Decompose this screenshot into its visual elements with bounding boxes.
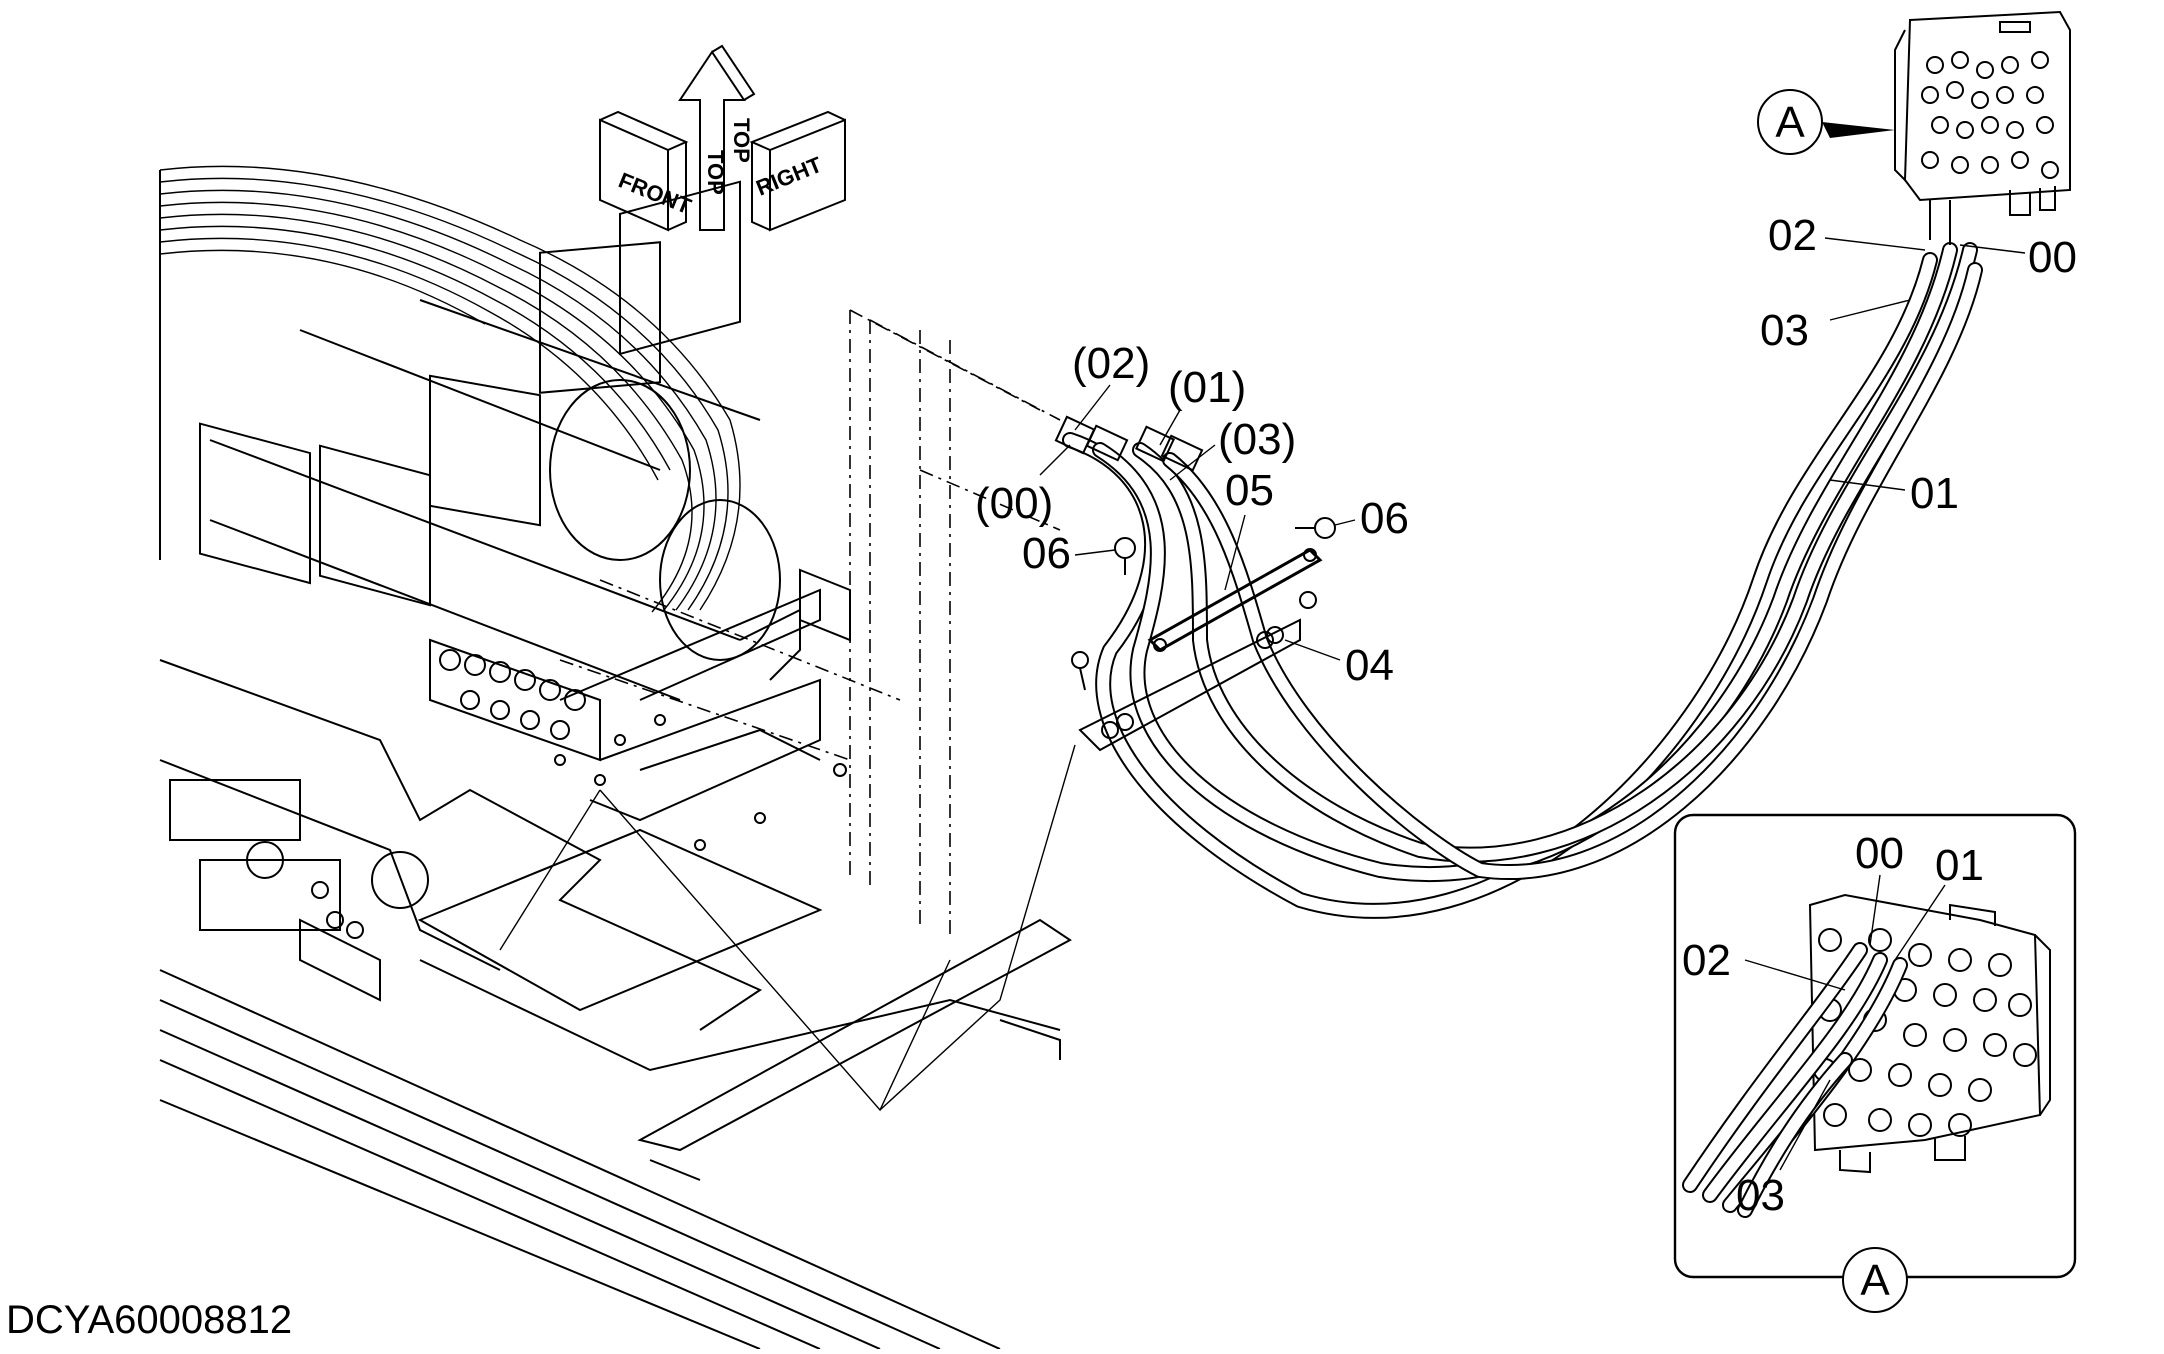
pilot-valve-block [1894,10,2071,245]
detail-valve-block [1808,893,2051,1174]
detail-label-01: 01 [1935,841,1984,890]
label-04: 04 [1345,641,1394,690]
top-label-2: TOP [729,118,754,163]
base-plate [159,568,851,1031]
detail-view-a: 00 01 02 03 A [1673,813,2077,1313]
view-marker-label: A [1775,98,1805,147]
label-06-left: 06 [1022,529,1071,578]
base-rails [159,918,1072,1350]
detail-valve-ports [1813,928,2037,1137]
valve-ports [1921,51,2059,179]
label-p02: (02) [1072,339,1150,388]
label-05: 05 [1225,466,1274,515]
label-p01: (01) [1168,363,1246,412]
label-p00: (00) [975,479,1053,528]
machine-frame [159,165,1076,1350]
label-01: 01 [1910,469,1959,518]
label-03: 03 [1760,306,1809,355]
valve-fittings [429,638,601,762]
cable-carrier [159,165,781,701]
detail-label-00: 00 [1855,829,1904,878]
cab-panel-outline [559,309,1061,940]
main-labels: (02) (01) (03) (00) 05 06 06 04 01 02 00… [975,211,2077,690]
label-p03: (03) [1218,415,1296,464]
right-label: RIGHT [753,152,826,201]
label-02: 02 [1768,211,1817,260]
detail-label-03: 03 [1736,1171,1785,1220]
orientation-arrows-icon: FRONT TOP TOP RIGHT [599,44,846,232]
view-marker-a: A [1757,89,1895,155]
label-00: 00 [2028,233,2077,282]
hose-assembly [1054,242,1983,919]
label-06-right: 06 [1360,494,1409,543]
detail-label-02: 02 [1682,936,1731,985]
detail-title: A [1860,1256,1890,1305]
drawing-code: DCYA60008812 [6,1298,292,1342]
